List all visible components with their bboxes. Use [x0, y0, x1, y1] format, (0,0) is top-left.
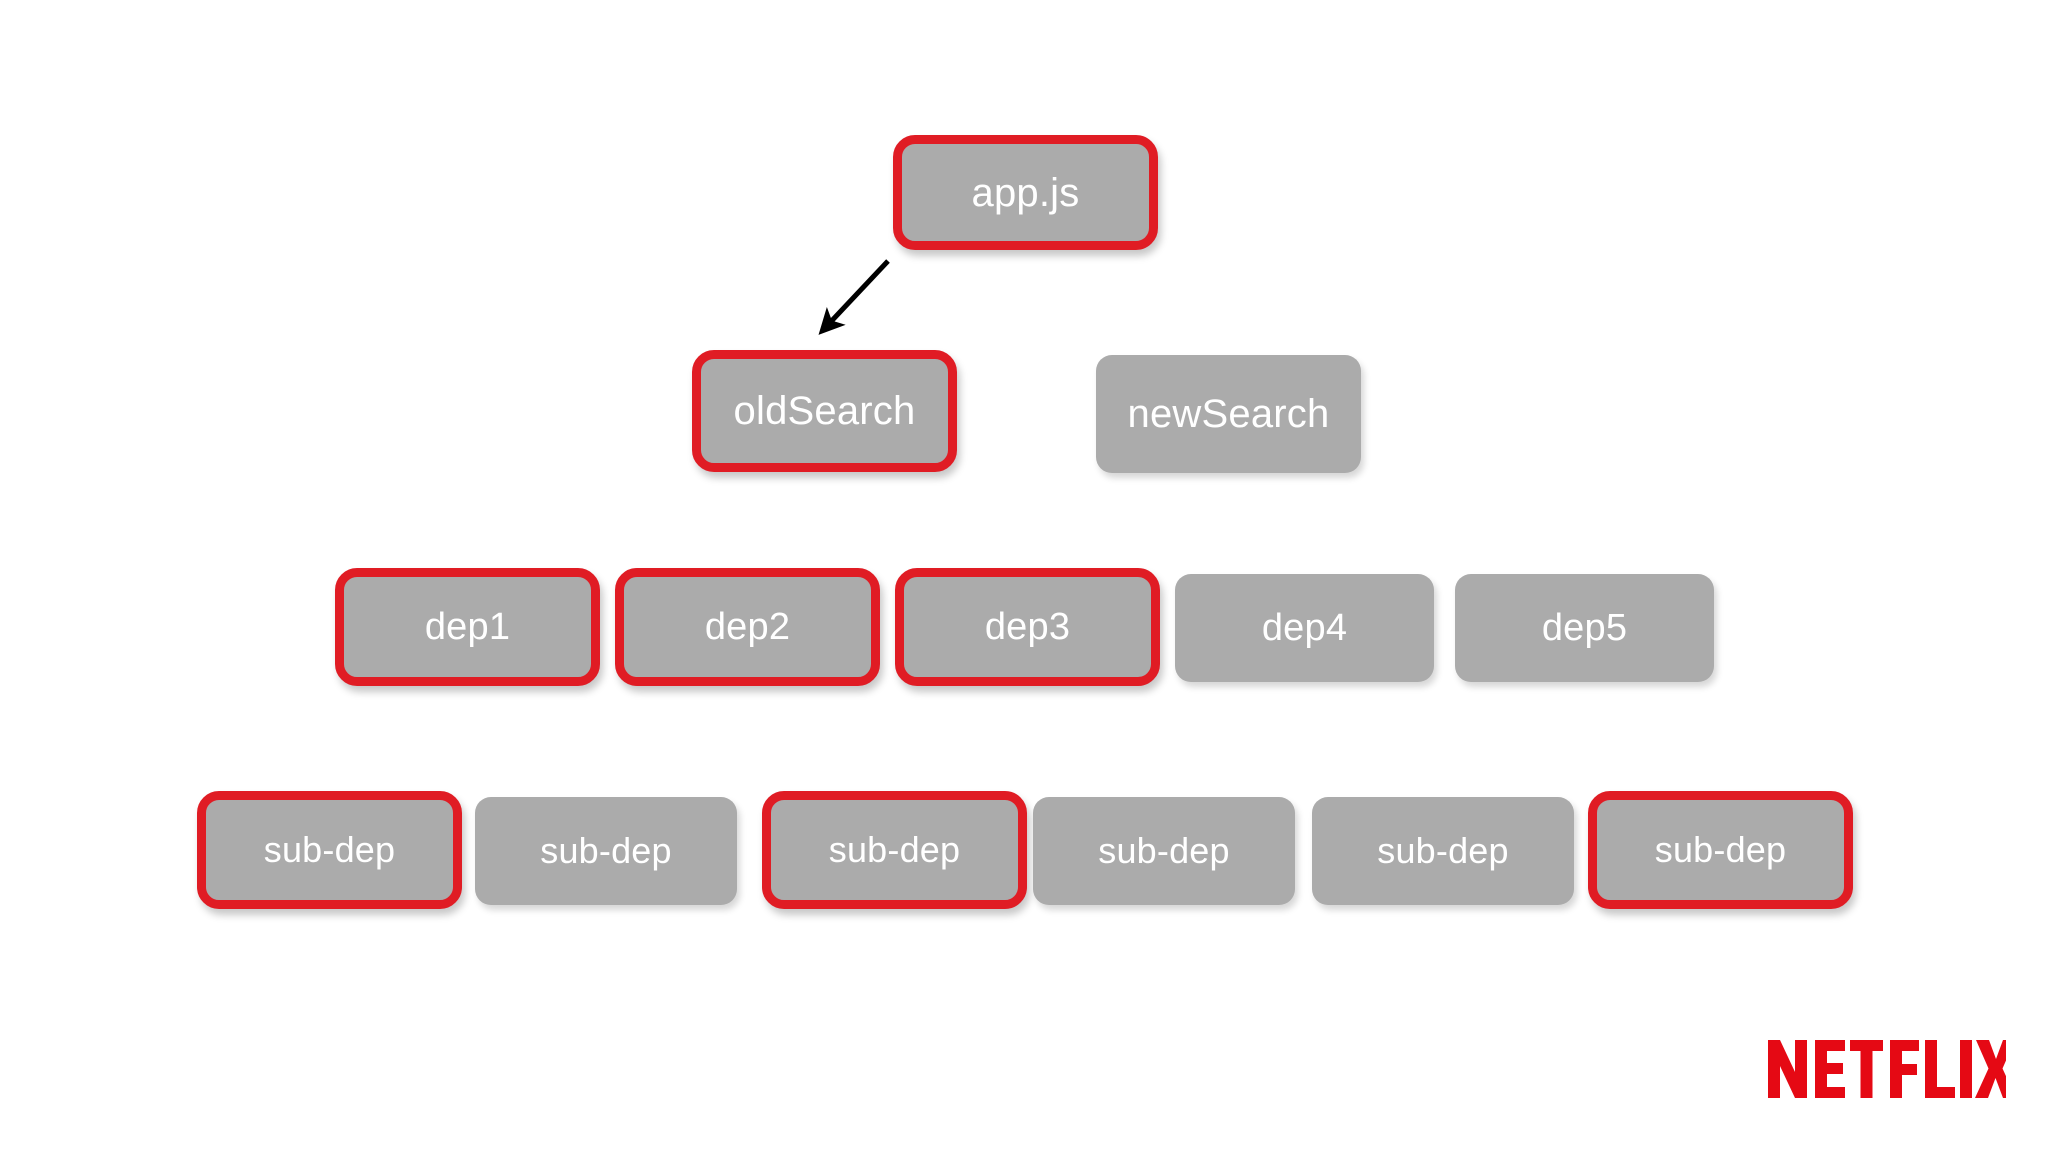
node-label: dep2 — [704, 606, 791, 648]
node-dep2[interactable]: dep2 — [615, 568, 880, 686]
node-sub-dep-1[interactable]: sub-dep — [197, 791, 462, 909]
node-dep3[interactable]: dep3 — [895, 568, 1160, 686]
node-label: dep5 — [1541, 607, 1628, 649]
arrow-appjs-to-oldsearch — [818, 259, 890, 335]
node-label: app.js — [971, 170, 1080, 215]
node-sub-dep-6[interactable]: sub-dep — [1588, 791, 1853, 909]
node-dep4[interactable]: dep4 — [1175, 574, 1434, 682]
node-label: dep3 — [984, 606, 1071, 648]
node-label: oldSearch — [733, 389, 916, 433]
node-label: dep4 — [1261, 607, 1348, 649]
node-dep1[interactable]: dep1 — [335, 568, 600, 686]
node-label: sub-dep — [540, 830, 672, 871]
node-label: sub-dep — [828, 829, 961, 870]
node-label: dep1 — [424, 606, 511, 648]
node-label: sub-dep — [1377, 830, 1509, 871]
netflix-logo — [1766, 1038, 2006, 1100]
node-label: sub-dep — [263, 829, 396, 870]
node-app-js[interactable]: app.js — [893, 135, 1158, 250]
node-old-search[interactable]: oldSearch — [692, 350, 957, 472]
node-dep5[interactable]: dep5 — [1455, 574, 1714, 682]
node-sub-dep-5[interactable]: sub-dep — [1312, 797, 1574, 905]
node-sub-dep-2[interactable]: sub-dep — [475, 797, 737, 905]
node-sub-dep-4[interactable]: sub-dep — [1033, 797, 1295, 905]
netflix-wordmark-icon — [1768, 1040, 2006, 1098]
node-sub-dep-3[interactable]: sub-dep — [762, 791, 1027, 909]
node-label: newSearch — [1127, 392, 1330, 436]
node-label: sub-dep — [1098, 830, 1230, 871]
node-new-search[interactable]: newSearch — [1096, 355, 1361, 473]
node-label: sub-dep — [1654, 829, 1787, 870]
